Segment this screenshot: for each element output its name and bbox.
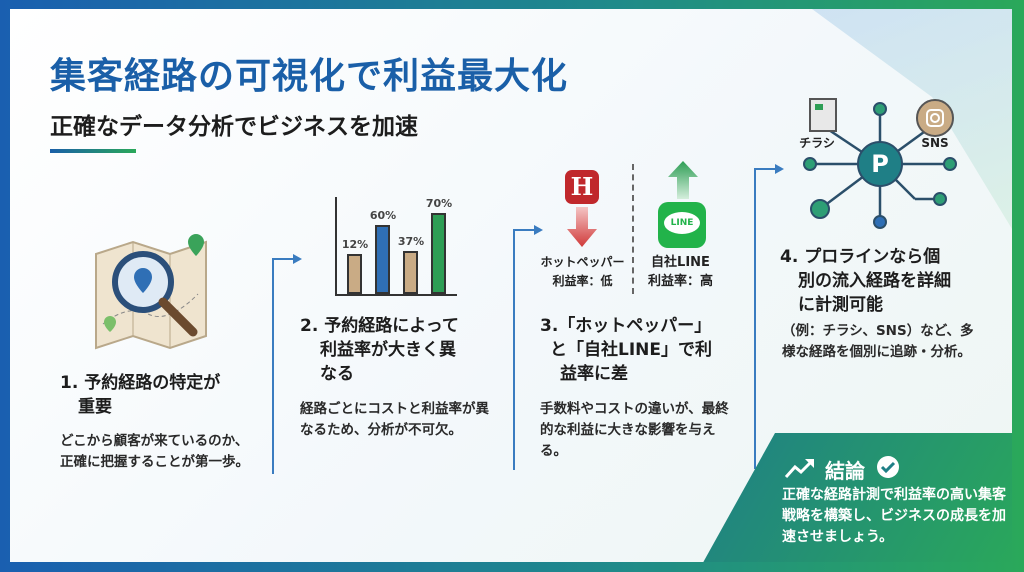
arrow-right-icon <box>775 164 784 174</box>
line-name: 自社LINE <box>651 255 710 270</box>
hotpepper-label: ホットペッパー 利益率：低 <box>535 253 630 291</box>
step3-heading-line: 益率に差 <box>560 364 628 384</box>
step3-heading: 3.「ホットペッパー」 と「自社LINE」で利 益率に差 <box>540 314 755 386</box>
flyer-label: チラシ <box>799 136 835 150</box>
chart-bar <box>347 253 362 294</box>
step1-heading: 1. 予約経路の特定が 重要 <box>60 371 260 419</box>
arrow-down-icon <box>567 207 597 247</box>
page-subtitle: 正確なデータ分析でビジネスを加速 <box>50 114 418 140</box>
chart-bar <box>375 224 390 294</box>
step3-heading-line: 3.「ホットペッパー」 <box>540 316 712 336</box>
line-rate: 利益率：高 <box>647 274 713 289</box>
chart-bar-label: 70% <box>425 197 453 211</box>
chart-bar-label: 12% <box>341 237 369 251</box>
map-magnifier-icon <box>95 234 207 350</box>
sns-icon <box>916 99 954 137</box>
flyer-icon <box>809 98 837 132</box>
check-circle-icon <box>877 456 899 478</box>
line-logo: LINE <box>658 202 706 248</box>
chart-bar <box>403 251 418 294</box>
connector-3-4 <box>754 168 776 469</box>
chart-bar-label: 60% <box>369 208 397 222</box>
step1-heading-line: 1. 予約経路の特定が <box>60 373 221 393</box>
arrow-up-icon <box>668 161 698 199</box>
connector-2-3 <box>513 229 535 470</box>
channel-network-diagram <box>803 98 957 229</box>
step2-heading-line: なる <box>320 364 354 384</box>
infographic-panel: 集客経路の可視化で利益最大化 正確なデータ分析でビジネスを加速 1. 予約経路の… <box>10 9 1012 562</box>
chart-bar <box>431 213 446 294</box>
step4-heading-line: に計測可能 <box>798 295 883 315</box>
step3-body: 手数料やコストの違いが、最終的な利益に大きな影響を与える。 <box>540 401 729 459</box>
conclusion-title: 結論 <box>825 459 865 483</box>
step2-heading: 2. 予約経路によって 利益率が大きく異 なる <box>300 314 500 386</box>
title-underline <box>50 149 136 153</box>
arrow-right-icon <box>293 254 302 264</box>
step1-heading-line: 重要 <box>78 397 112 417</box>
trend-up-icon <box>784 459 814 479</box>
step2-body: 経路ごとにコストと利益率が異なるため、分析が不可欠。 <box>300 401 489 438</box>
step4-heading-line: 別の流入経路を詳細 <box>798 271 951 291</box>
step4-heading: 4. プロラインなら個 別の流入経路を詳細 に計測可能 <box>780 245 1000 317</box>
hotpepper-name: ホットペッパー <box>540 255 625 269</box>
conclusion-body: 正確な経路計測で利益率の高い集客戦略を構築し、ビジネスの成長を加速させましょう。 <box>782 487 1006 545</box>
proline-hub-letter: P <box>871 150 889 178</box>
hotpepper-logo: H <box>565 170 599 204</box>
step4-heading-line: 4. プロラインなら個 <box>780 247 941 267</box>
divider <box>632 164 634 294</box>
step2-heading-line: 利益率が大きく異 <box>320 340 456 360</box>
chart-bar-label: 37% <box>397 235 425 249</box>
step1-body: どこから顧客が来ているのか、正確に把握することが第一歩。 <box>60 433 249 470</box>
proline-hub-icon <box>857 141 903 187</box>
hotpepper-rate: 利益率：低 <box>552 274 613 288</box>
line-logo-text: LINE <box>664 212 700 234</box>
page-title: 集客経路の可視化で利益最大化 <box>50 56 569 97</box>
arrow-right-icon <box>534 225 543 235</box>
step2-heading-line: 2. 予約経路によって <box>300 316 459 336</box>
step3-heading-line: と「自社LINE」で利 <box>550 340 712 360</box>
line-label: 自社LINE 利益率：高 <box>638 253 723 291</box>
profit-bar-chart: 12% 60%37% 70% <box>335 197 457 296</box>
step4-body: （例：チラシ、SNS）など、多様な経路を個別に追跡・分析。 <box>782 323 974 360</box>
sns-label: SNS <box>921 136 949 150</box>
connector-1-2 <box>272 258 294 474</box>
